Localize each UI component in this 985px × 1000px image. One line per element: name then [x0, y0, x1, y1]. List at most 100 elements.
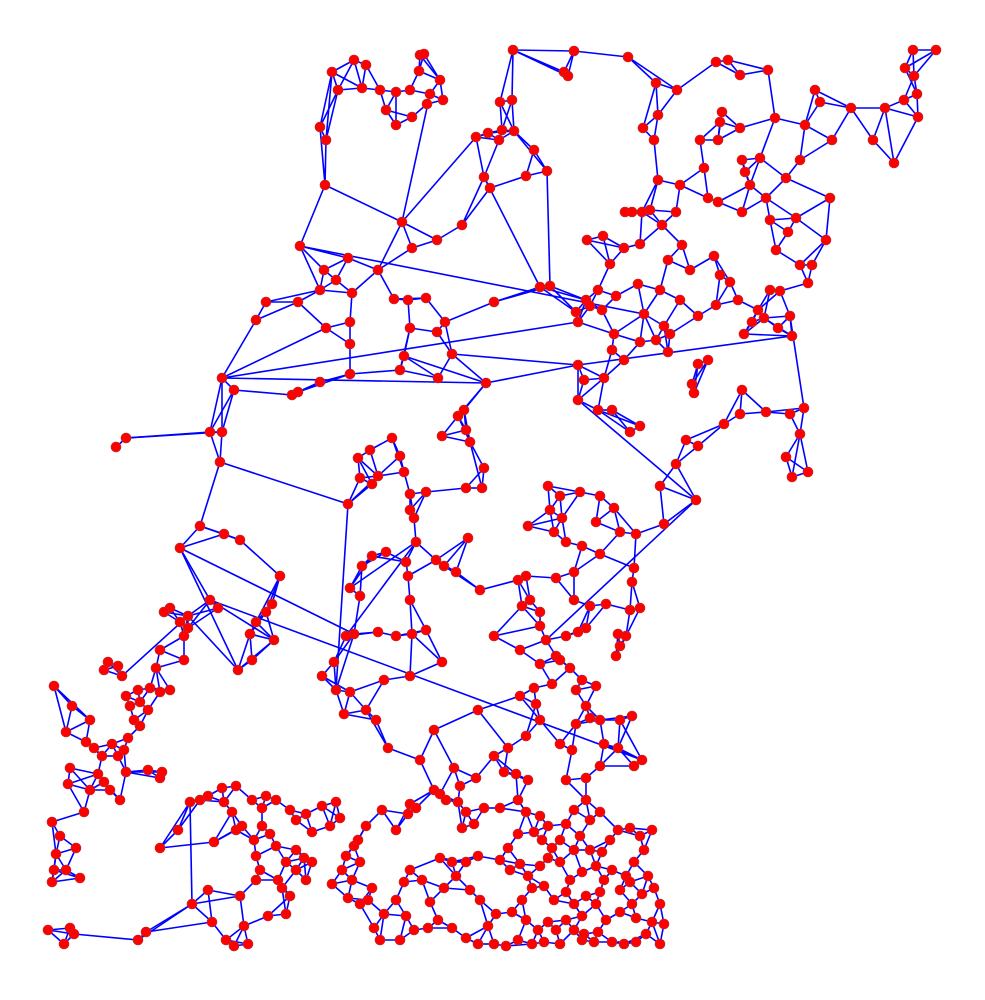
graph-node: [542, 820, 554, 832]
graph-edge: [547, 485, 581, 493]
graph-node: [764, 284, 776, 296]
graph-node: [120, 690, 132, 702]
graph-edge: [727, 59, 769, 71]
graph-node: [722, 54, 734, 66]
graph-node: [284, 890, 296, 902]
graph-node: [592, 284, 604, 296]
graph-node: [578, 374, 590, 386]
graph-node: [96, 750, 108, 762]
graph-node: [618, 242, 630, 254]
graph-node: [512, 934, 524, 946]
graph-node: [576, 910, 588, 922]
graph-node: [234, 890, 246, 902]
graph-edge: [697, 423, 725, 447]
graph-node: [248, 834, 260, 846]
graph-node: [60, 726, 72, 738]
graph-node: [780, 172, 792, 184]
graph-node: [422, 922, 434, 934]
graph-node: [112, 660, 124, 672]
graph-edge: [525, 703, 537, 737]
graph-node: [202, 884, 214, 896]
graph-node: [60, 864, 72, 876]
graph-node: [786, 471, 798, 483]
graph-node: [638, 308, 650, 320]
graph-node: [512, 574, 524, 586]
graph-node: [446, 856, 458, 868]
graph-node: [581, 234, 593, 246]
graph-edge: [349, 679, 385, 693]
graph-edge: [549, 285, 587, 301]
graph-node: [206, 916, 218, 928]
graph-edge: [409, 857, 441, 871]
graph-node: [250, 850, 262, 862]
graph-node: [532, 924, 544, 936]
graph-node: [318, 264, 330, 276]
graph-node: [560, 818, 572, 830]
graph-node: [506, 94, 518, 106]
graph-node: [658, 518, 670, 530]
graph-node: [54, 830, 66, 842]
graph-edge: [299, 245, 321, 291]
graph-node: [568, 45, 580, 57]
graph-node: [708, 250, 720, 262]
graph-node: [394, 934, 406, 946]
graph-node: [826, 134, 838, 146]
graph-node: [612, 742, 624, 754]
graph-node: [472, 850, 484, 862]
graph-node: [382, 742, 394, 754]
graph-node: [536, 834, 548, 846]
graph-node: [772, 322, 784, 334]
graph-node: [634, 602, 646, 614]
graph-node: [542, 480, 554, 492]
graph-node: [230, 780, 242, 792]
graph-node: [845, 102, 857, 114]
graph-edge: [469, 441, 483, 489]
graph-edge: [159, 801, 191, 849]
graph-node: [454, 780, 466, 792]
graph-node: [390, 630, 402, 642]
graph-node: [594, 806, 606, 818]
graph-node: [434, 74, 446, 86]
graph-node: [574, 486, 586, 498]
graph-node: [134, 696, 146, 708]
graph-node: [780, 451, 792, 463]
graph-node: [568, 804, 580, 816]
graph-node: [600, 598, 612, 610]
graph-node: [256, 820, 268, 832]
graph-node: [594, 714, 606, 726]
graph-node: [372, 264, 384, 276]
graph-edge: [577, 377, 605, 401]
graph-edge: [693, 359, 709, 394]
graph-node: [414, 754, 426, 766]
graph-node: [216, 782, 228, 794]
graph-edge: [221, 321, 579, 379]
graph-edge: [179, 547, 239, 671]
graph-node: [390, 119, 402, 131]
graph-node: [702, 354, 714, 366]
graph-node: [154, 842, 166, 854]
graph-node: [794, 259, 806, 271]
graph-node: [336, 864, 348, 876]
graph-node: [606, 864, 618, 876]
graph-edge: [337, 59, 355, 91]
graph-edge: [221, 377, 487, 384]
graph-node: [378, 674, 390, 686]
graph-node: [438, 560, 450, 572]
graph-node: [624, 876, 636, 888]
graph-edge: [325, 89, 339, 141]
graph-node: [404, 670, 416, 682]
graph-node: [214, 456, 226, 468]
graph-node: [606, 344, 618, 356]
graph-edge: [489, 175, 527, 189]
graph-node: [590, 516, 602, 528]
graph-node: [413, 65, 425, 77]
graph-node: [216, 372, 228, 384]
graph-node: [809, 84, 821, 96]
graph-node: [394, 450, 406, 462]
graph-node: [560, 914, 572, 926]
graph-node: [692, 310, 704, 322]
graph-node: [472, 938, 484, 950]
graph-edge: [401, 93, 431, 223]
graph-node: [122, 732, 134, 744]
graph-node: [522, 870, 534, 882]
